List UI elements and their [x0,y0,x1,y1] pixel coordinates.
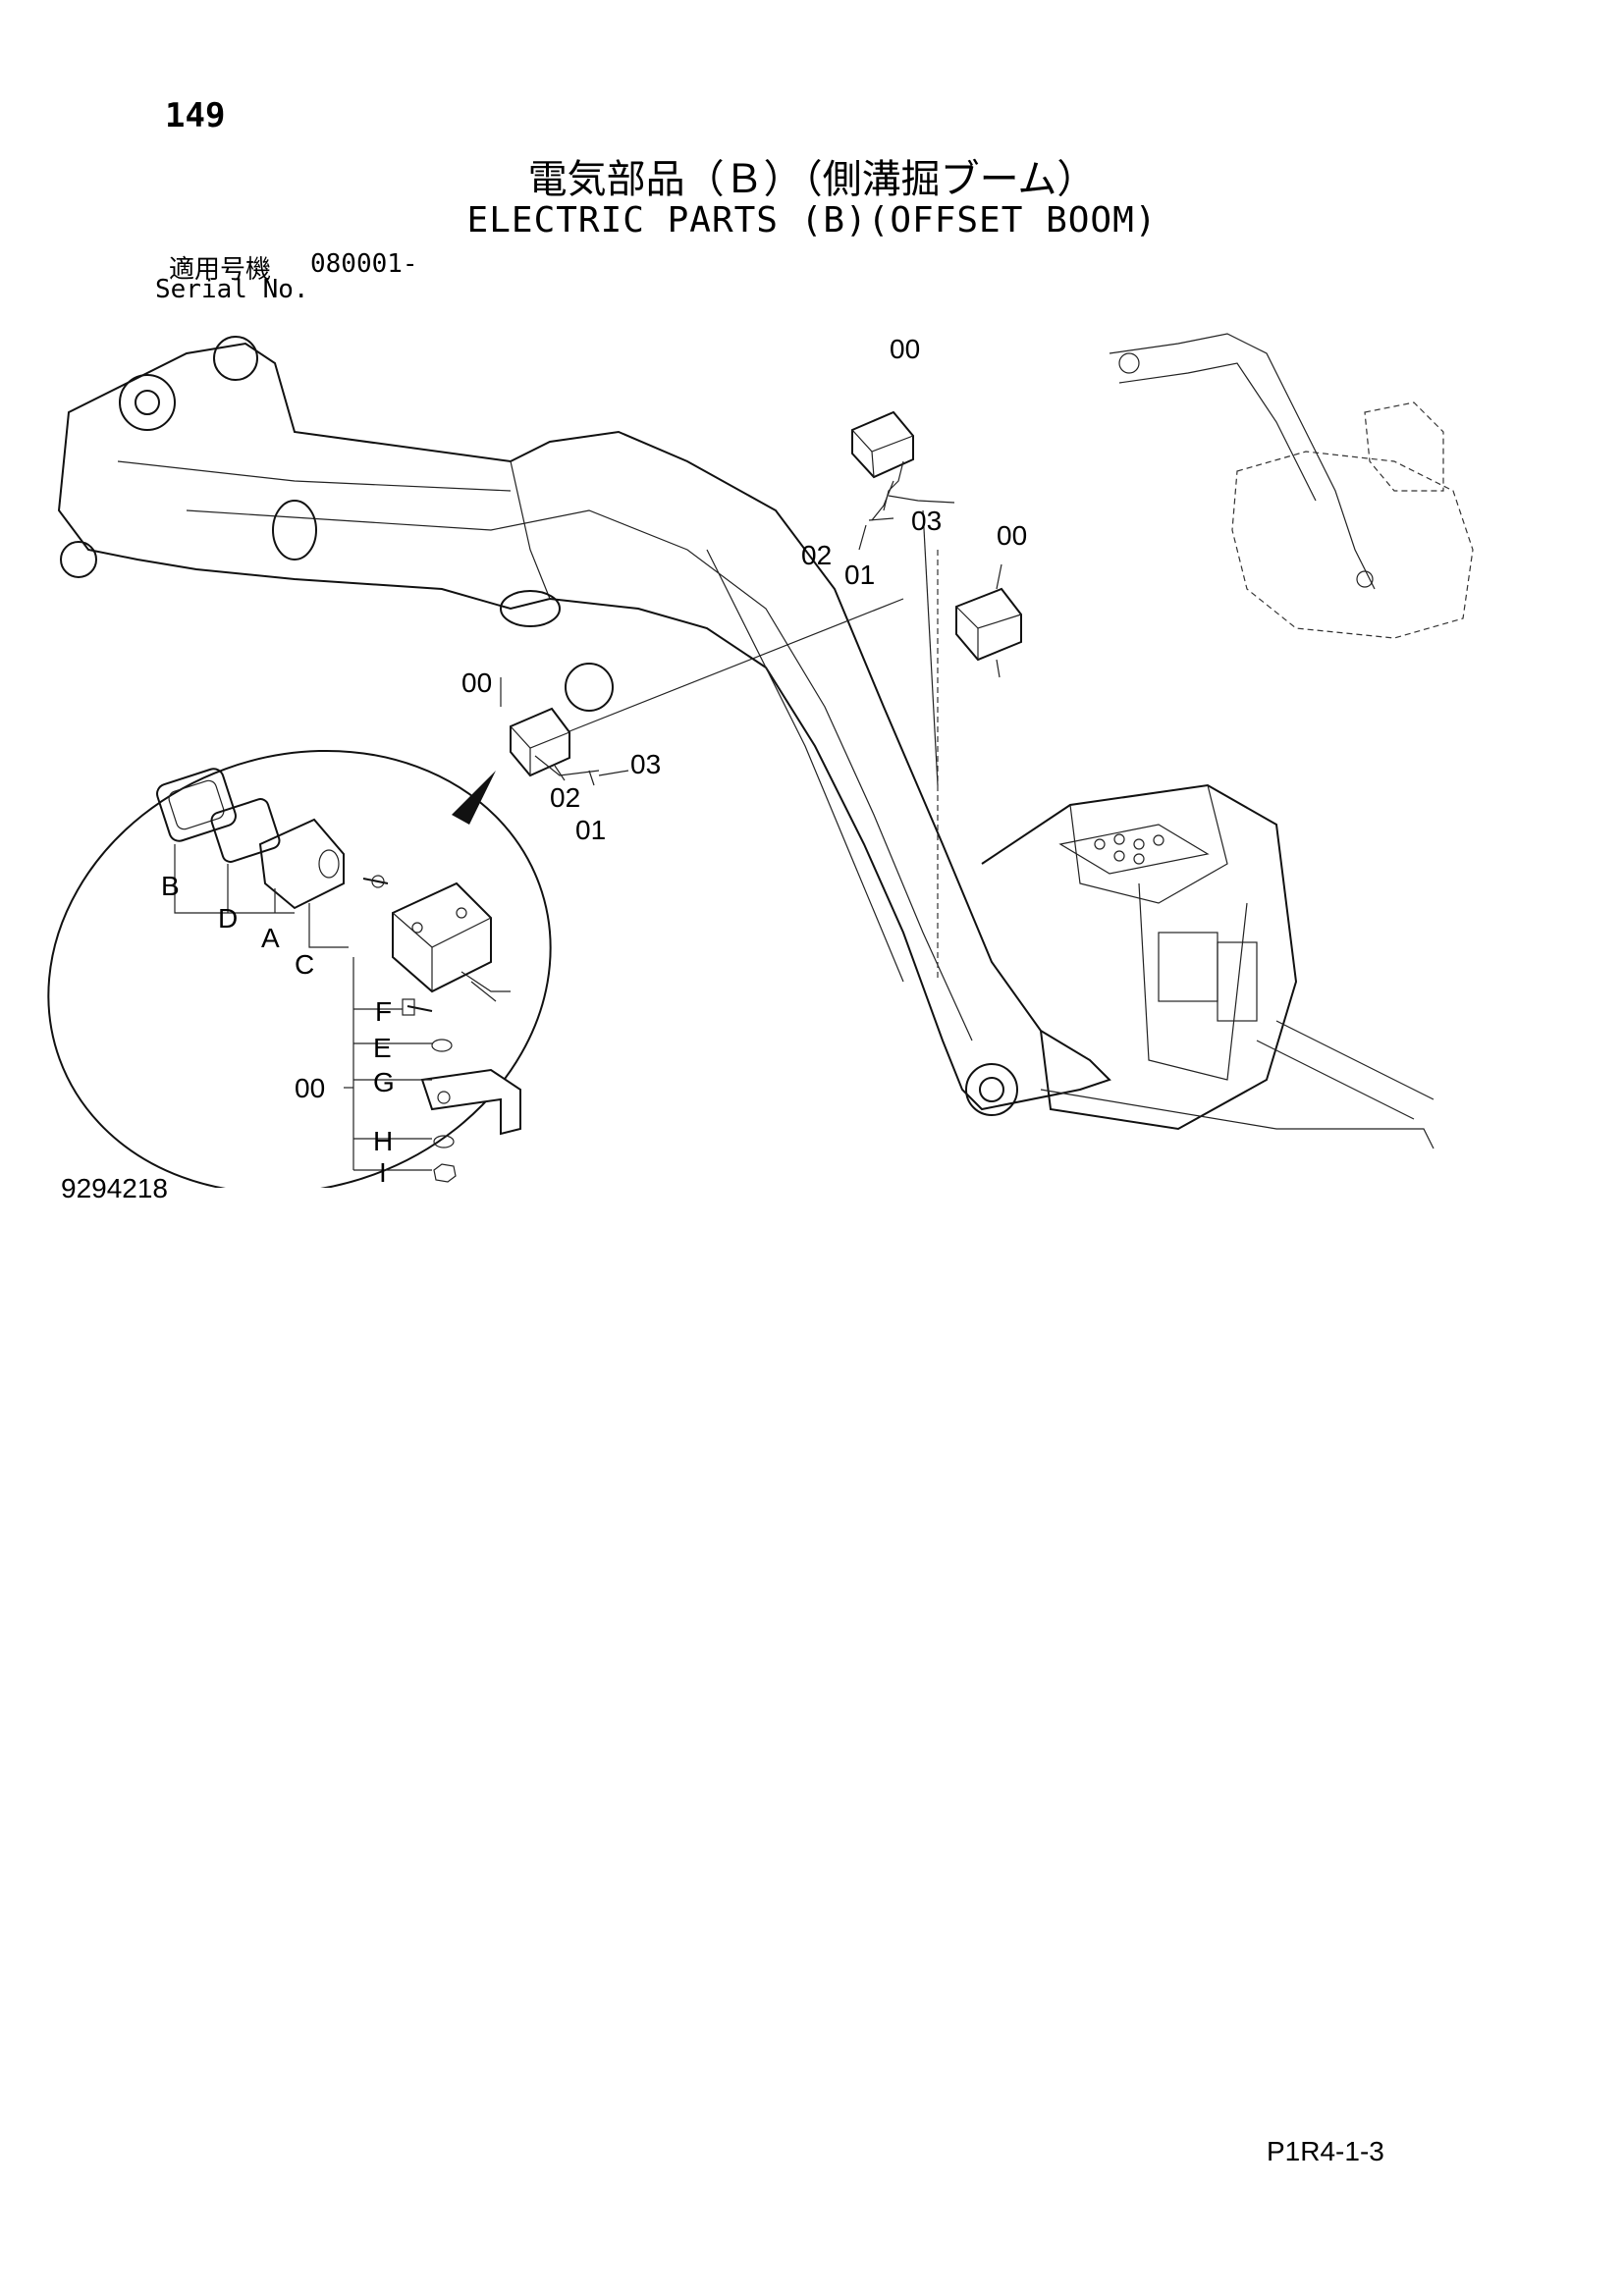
callout-02-top: 02 [801,540,832,570]
callout-00-top: 00 [890,334,920,364]
callout-01-middle: 01 [575,815,606,845]
callout-B: B [161,871,180,901]
callout-D: D [218,903,238,934]
callout-I: I [379,1157,387,1188]
callout-00-middle: 00 [461,667,492,698]
machine-base-drawing [981,783,1435,1149]
callout-C: C [295,949,314,980]
serial-value: 080001- [310,249,418,279]
callout-00-detail: 00 [295,1073,325,1103]
drawing-id: 9294218 [61,1173,169,1203]
callout-03-top: 03 [911,506,942,536]
lamp-unit-top [851,410,914,511]
detail-bubble [47,749,552,1188]
lamp-unit-middle [510,707,570,781]
title-english: ELECTRIC PARTS (B)(OFFSET BOOM) [466,200,1158,240]
callout-03-middle: 03 [630,749,661,779]
serial-label-japanese: 適用号機 [169,255,272,285]
callout-A: A [261,923,280,953]
callout-02-middle: 02 [550,782,580,813]
callout-H: H [373,1126,393,1156]
callout-F: F [375,996,392,1027]
boom-arm-drawing [57,336,1111,1116]
callout-00-right: 00 [997,520,1027,551]
parts-diagram: 00 03 02 01 00 00 03 02 01 B D A C F E 0… [47,333,1474,1188]
callout-E: E [373,1033,392,1063]
title-japanese: 電気部品（Ｂ）（側溝掘ブーム） [527,157,1097,202]
leader-lines [500,480,1002,982]
callout-G: G [373,1067,395,1097]
callout-01-top: 01 [844,560,875,590]
page-number: 149 [165,96,226,135]
serial-label-english: Serial No. [155,275,309,304]
page-code: P1R4-1-3 [1267,2136,1384,2166]
lamp-unit-right [955,587,1022,678]
excavator-thumbnail-drawing [1109,333,1474,639]
